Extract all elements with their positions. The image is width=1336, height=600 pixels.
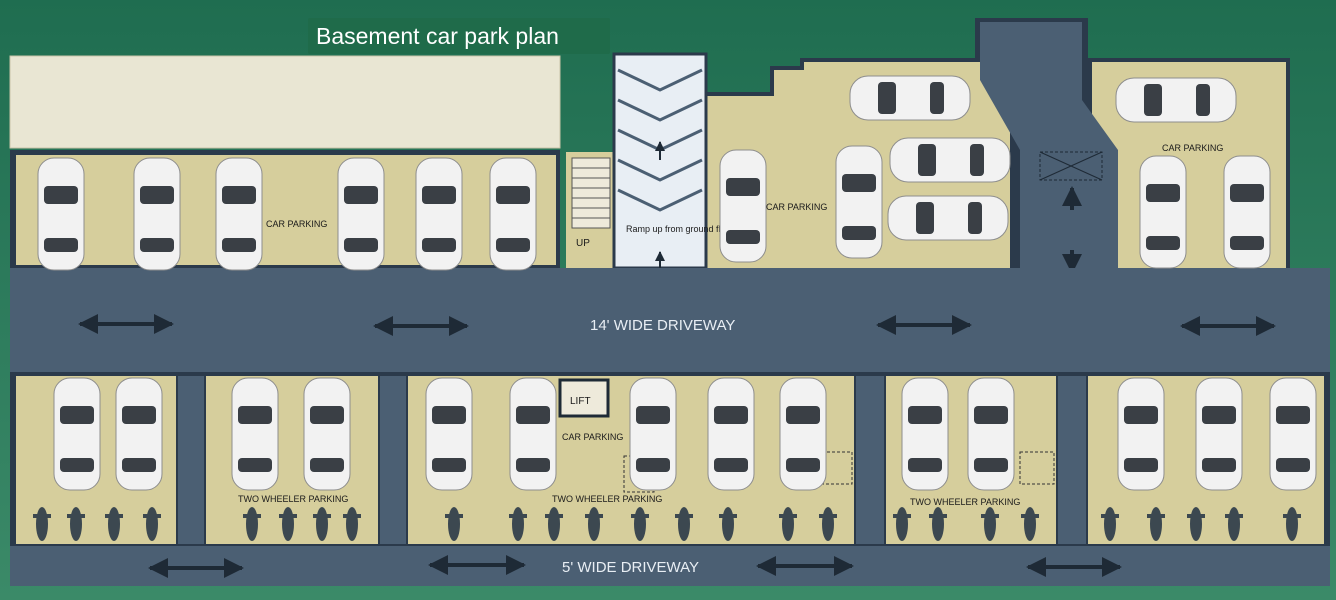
motorcycle-icon	[343, 507, 361, 541]
car-icon	[1195, 377, 1243, 491]
car-icon	[37, 157, 85, 271]
motorcycle-icon	[1283, 507, 1301, 541]
motorcycle-icon	[143, 507, 161, 541]
car-icon	[425, 377, 473, 491]
motorcycle-icon	[1021, 507, 1039, 541]
car-icon	[887, 195, 1009, 241]
aisle-3	[856, 376, 884, 544]
motorcycle-icon	[675, 507, 693, 541]
shaft-marker	[1039, 151, 1103, 181]
car-icon	[53, 377, 101, 491]
car-icon	[835, 145, 883, 259]
car-icon	[133, 157, 181, 271]
floor-top-left	[16, 155, 556, 265]
open-area-strip	[9, 55, 561, 149]
car-icon	[779, 377, 827, 491]
car-icon	[849, 75, 971, 121]
car-parking-label: CAR PARKING	[1162, 143, 1223, 153]
motorcycle-icon	[1187, 507, 1205, 541]
car-icon	[337, 157, 385, 271]
title-box	[308, 18, 610, 54]
two-wheeler-parking-label: TWO WHEELER PARKING	[552, 494, 662, 504]
car-icon	[967, 377, 1015, 491]
staircase: UP	[571, 157, 611, 249]
motorcycle-icon	[279, 507, 297, 541]
car-icon	[1115, 77, 1237, 123]
car-icon	[303, 377, 351, 491]
car-icon	[509, 377, 557, 491]
two-wheeler-parking-label: TWO WHEELER PARKING	[238, 494, 348, 504]
motorcycle-icon	[631, 507, 649, 541]
driveway-arrows	[78, 314, 1276, 578]
two-wheelers	[33, 507, 1301, 541]
main-driveway-label: 14' WIDE DRIVEWAY	[590, 317, 735, 334]
motorcycle-icon	[1147, 507, 1165, 541]
car-icon	[889, 137, 1011, 183]
car-parking-label: CAR PARKING	[766, 202, 827, 212]
motorcycle-icon	[1101, 507, 1119, 541]
car-icon	[1269, 377, 1317, 491]
motorcycle-icon	[545, 507, 563, 541]
motorcycle-icon	[779, 507, 797, 541]
car-icon	[901, 377, 949, 491]
motorcycle-icon	[243, 507, 261, 541]
car-icon	[489, 157, 537, 271]
car-icon	[719, 149, 767, 263]
car-icon	[1223, 155, 1271, 269]
motorcycle-icon	[981, 507, 999, 541]
stairs-up-label: UP	[576, 238, 590, 249]
motorcycle-icon	[105, 507, 123, 541]
motorcycle-icon	[1225, 507, 1243, 541]
car-icon	[231, 377, 279, 491]
aisle-1	[178, 376, 204, 544]
aisle-4	[1058, 376, 1086, 544]
main-driveway	[10, 268, 1330, 372]
motorcycle-icon	[585, 507, 603, 541]
motorcycle-icon	[67, 507, 85, 541]
car-icon	[629, 377, 677, 491]
cars	[37, 75, 1317, 491]
motorcycle-icon	[33, 507, 51, 541]
car-icon	[215, 157, 263, 271]
page-title: Basement car park plan	[316, 23, 559, 49]
car-icon	[707, 377, 755, 491]
motorcycle-icon	[929, 507, 947, 541]
motorcycle-icon	[313, 507, 331, 541]
motorcycle-icon	[509, 507, 527, 541]
motorcycle-icon	[819, 507, 837, 541]
lift: LIFT	[558, 378, 610, 418]
pillar-marker	[1019, 451, 1055, 485]
car-icon	[1139, 155, 1187, 269]
aisle-2	[380, 376, 406, 544]
motorcycle-icon	[893, 507, 911, 541]
driveway-vertical	[980, 22, 1118, 268]
car-icon	[115, 377, 163, 491]
ramp	[612, 52, 708, 270]
lift-label: LIFT	[570, 396, 591, 407]
motorcycle-icon	[445, 507, 463, 541]
motorcycle-icon	[719, 507, 737, 541]
car-icon	[1117, 377, 1165, 491]
lower-driveway-label: 5' WIDE DRIVEWAY	[562, 559, 699, 576]
ramp-label: Ramp up from ground floor M	[626, 224, 744, 234]
car-icon	[415, 157, 463, 271]
car-parking-label: CAR PARKING	[562, 432, 623, 442]
car-parking-label: CAR PARKING	[266, 219, 327, 229]
two-wheeler-parking-label: TWO WHEELER PARKING	[910, 497, 1020, 507]
